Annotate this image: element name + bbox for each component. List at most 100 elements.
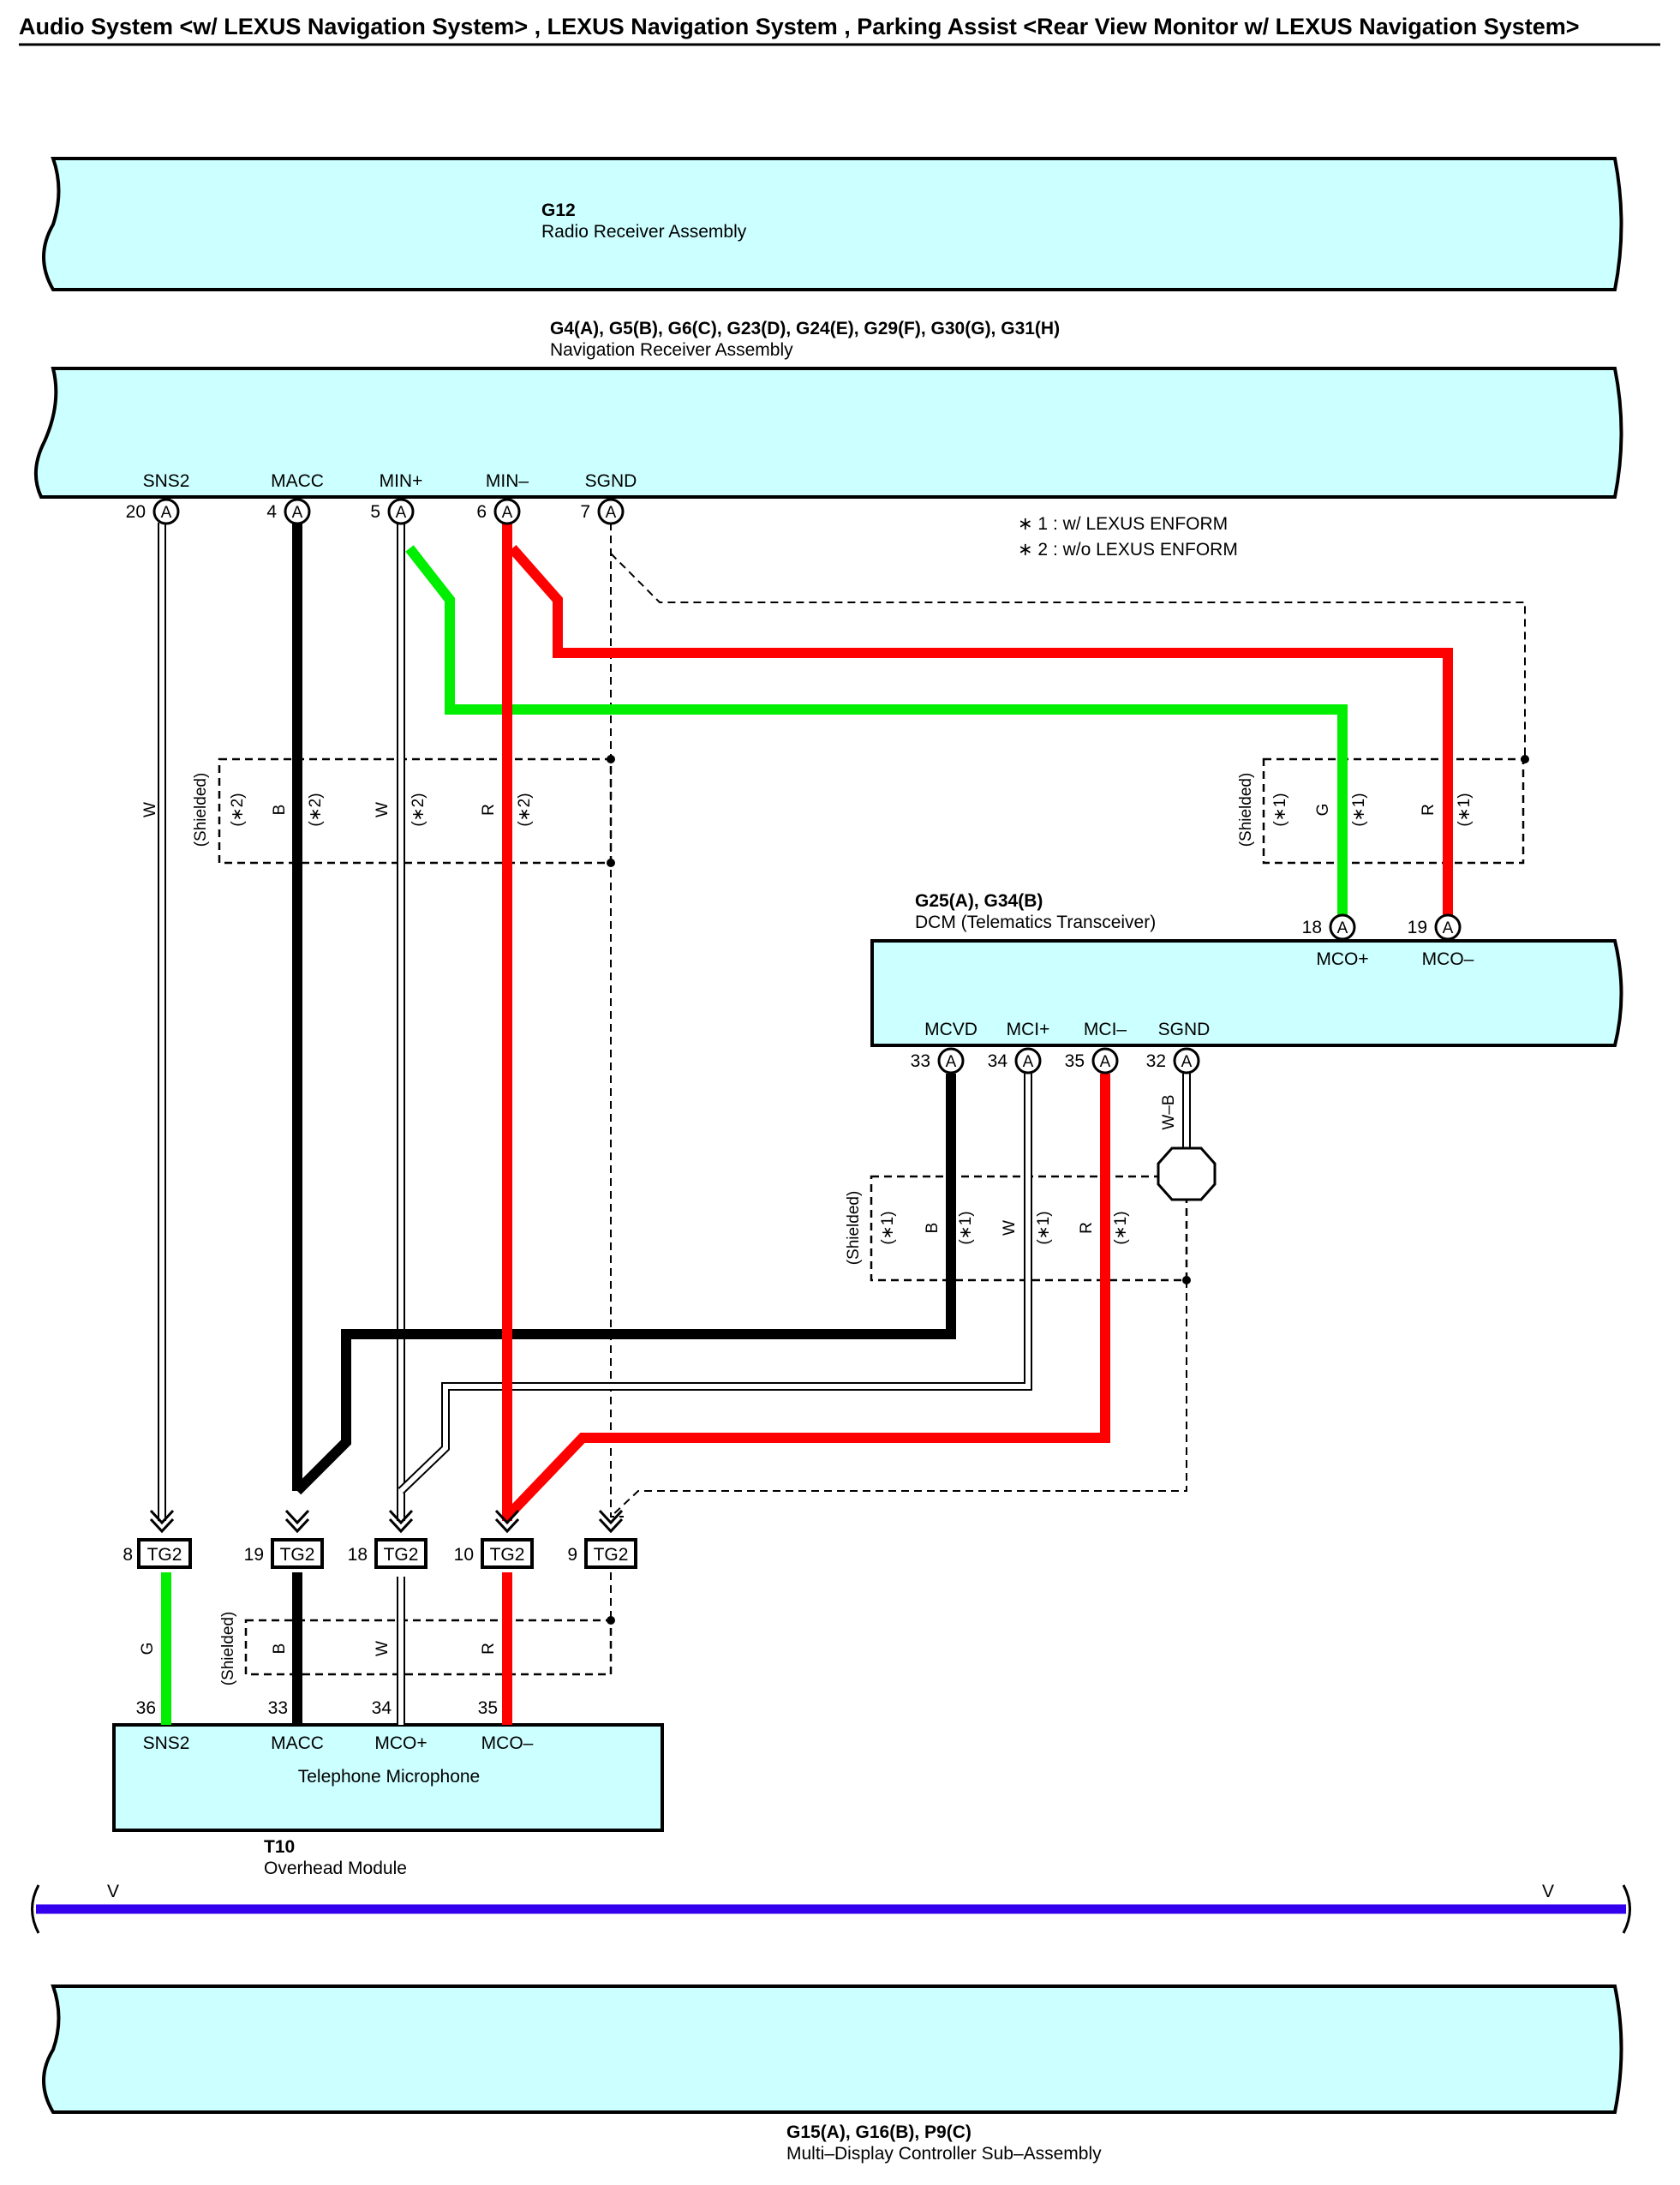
svg-text:MCO+: MCO+	[1316, 949, 1368, 969]
black-wire-mcvd	[293, 1074, 956, 1495]
red-wire-mco-minus	[508, 545, 1453, 915]
svg-text:MCO+: MCO+	[374, 1733, 427, 1753]
svg-text:4: 4	[266, 502, 277, 522]
wire-color-b: B	[924, 1223, 942, 1234]
svg-text:34: 34	[988, 1051, 1008, 1071]
svg-text:20: 20	[126, 502, 146, 522]
junction-dot	[1182, 1276, 1191, 1284]
star2-label: (∗2)	[410, 793, 427, 826]
wire-color-w: W	[374, 1641, 392, 1656]
wire-color-w: W	[1001, 1220, 1019, 1236]
note-star1: ∗ 1 : w/ LEXUS ENFORM	[1018, 514, 1228, 534]
svg-text:MCI–: MCI–	[1084, 1020, 1127, 1039]
dcm-pin-mci-plus: MCI+ A 34	[988, 1020, 1050, 1075]
svg-text:MCO–: MCO–	[1422, 949, 1474, 969]
dcm-pin-mcvd: MCVD A 33	[911, 1020, 978, 1075]
svg-text:19: 19	[1408, 918, 1427, 937]
svg-text:TG2: TG2	[490, 1545, 525, 1565]
overhead-name: Overhead Module	[264, 1859, 407, 1878]
nav-pin-sgnd: SGND A 7	[580, 471, 637, 525]
wire-color-g: G	[1314, 804, 1332, 817]
star1-label: (∗1)	[1350, 793, 1368, 826]
junction-dot	[607, 755, 615, 763]
bus-right-bracket	[1622, 1884, 1631, 1934]
dcm-shield-drain	[610, 1280, 1187, 1518]
svg-text:33: 33	[268, 1698, 288, 1718]
svg-text:A: A	[1100, 1053, 1111, 1071]
dcm-pin-mco-minus: A 19 MCO–	[1408, 913, 1474, 969]
svg-text:7: 7	[580, 502, 590, 522]
svg-text:A: A	[946, 1053, 957, 1071]
svg-text:MIN+: MIN+	[380, 471, 423, 491]
nav-pin-min-plus: MIN+ A 5	[370, 471, 423, 525]
svg-text:A: A	[161, 504, 172, 522]
radio-receiver-box	[42, 157, 1623, 291]
svg-text:MIN–: MIN–	[486, 471, 529, 491]
svg-text:35: 35	[1065, 1051, 1085, 1071]
overhead-pin-mco-plus: 34 MCO+	[372, 1698, 427, 1753]
wire-color-wb: W–B	[1160, 1094, 1178, 1129]
nav-name: Navigation Receiver Assembly	[550, 340, 793, 360]
svg-text:36: 36	[136, 1698, 156, 1718]
nav-pin-macc: MACC A 4	[266, 471, 324, 525]
star1-label: (∗1)	[879, 1211, 897, 1244]
wire-color-w: W	[374, 802, 392, 817]
svg-text:TG2: TG2	[280, 1545, 315, 1565]
junction-connector-9: TG2 9	[567, 1538, 637, 1569]
ground-point-octagon	[1157, 1146, 1217, 1201]
overhead-code: T10	[264, 1837, 295, 1857]
star1-label: (∗1)	[1112, 1211, 1130, 1244]
nav-code: G4(A), G5(B), G6(C), G23(D), G24(E), G29…	[550, 319, 1060, 338]
overhead-pin-sns2: 36 SNS2	[136, 1698, 190, 1753]
nav-pin-min-minus: MIN– A 6	[476, 471, 529, 525]
shield-box-overhead	[244, 1619, 613, 1676]
wire-color-r: R	[1420, 804, 1438, 816]
wire-color-r: R	[480, 804, 498, 816]
overhead-pin-mco-minus: 35 MCO–	[478, 1698, 534, 1753]
svg-text:SGND: SGND	[585, 471, 637, 491]
star1-label: (∗1)	[1456, 793, 1474, 826]
svg-text:10: 10	[454, 1545, 474, 1565]
junction-dot	[607, 859, 615, 867]
junction-arrows	[149, 1509, 624, 1534]
svg-text:MCO–: MCO–	[481, 1733, 534, 1753]
svg-text:MACC: MACC	[271, 1733, 324, 1753]
svg-text:MCI+: MCI+	[1007, 1020, 1050, 1039]
svg-text:35: 35	[478, 1698, 498, 1718]
svg-text:6: 6	[476, 502, 487, 522]
svg-text:5: 5	[370, 502, 380, 522]
shield-box-dcm-top	[1262, 757, 1525, 865]
svg-text:A: A	[1181, 1053, 1193, 1071]
junction-dot	[1521, 755, 1529, 763]
svg-text:A: A	[1023, 1053, 1034, 1071]
star1-label: (∗1)	[957, 1211, 975, 1244]
red-wire-mci-minus	[503, 1074, 1110, 1521]
star2-label: (∗2)	[516, 793, 534, 826]
nav-pin-sns2: SNS2 A 20	[126, 471, 189, 525]
bus-label-right: V	[1542, 1882, 1554, 1901]
multi-display-box	[42, 1984, 1623, 2114]
svg-text:MCVD: MCVD	[924, 1020, 978, 1039]
overhead-module-box	[112, 1723, 664, 1832]
shielded-label: (Shielded)	[1237, 773, 1255, 847]
dcm-box	[870, 939, 1623, 1047]
svg-text:33: 33	[911, 1051, 930, 1071]
svg-text:A: A	[1443, 919, 1454, 937]
multi-name: Multi–Display Controller Sub–Assembly	[786, 2144, 1102, 2164]
svg-text:TG2: TG2	[384, 1545, 419, 1565]
dcm-name: DCM (Telematics Transceiver)	[915, 913, 1156, 932]
shielded-label: (Shielded)	[219, 1612, 237, 1686]
bus-label-left: V	[107, 1882, 119, 1901]
svg-text:SGND: SGND	[1158, 1020, 1211, 1039]
star1-label: (∗1)	[1271, 793, 1289, 826]
svg-text:A: A	[502, 504, 513, 522]
svg-text:8: 8	[123, 1545, 133, 1565]
overhead-pin-macc: 33 MACC	[268, 1698, 324, 1753]
svg-text:18: 18	[1302, 918, 1322, 937]
svg-text:TG2: TG2	[594, 1545, 629, 1565]
sgnd-dcm-link	[610, 553, 1526, 759]
star2-label: (∗2)	[229, 793, 247, 826]
junction-connector-8: TG2 8	[123, 1538, 192, 1569]
svg-text:A: A	[1337, 919, 1348, 937]
